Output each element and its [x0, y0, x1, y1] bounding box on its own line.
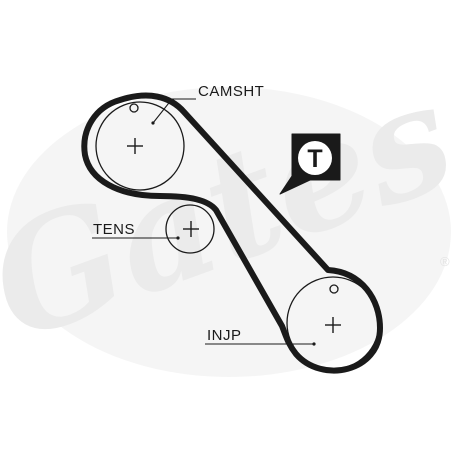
injection-pump-timing-mark	[329, 284, 339, 294]
injection-pump-center-cross	[325, 317, 341, 333]
camshaft-timing-mark	[129, 103, 139, 113]
tensioner-pulley	[165, 204, 215, 254]
tensioner-badge: T	[279, 133, 341, 195]
tensioner-leader	[92, 236, 180, 240]
injection-pump-leader	[205, 342, 316, 346]
tensioner-label: TENS	[93, 221, 135, 238]
camshaft-label: CAMSHT	[198, 83, 264, 100]
camshaft-center-cross	[127, 138, 143, 154]
watermark-registered-mark: ®	[440, 254, 450, 269]
camshaft-pulley	[95, 101, 185, 191]
timing-belt	[81, 92, 383, 374]
tensioner-badge-circle	[298, 141, 332, 175]
tensioner-center-cross	[183, 221, 199, 237]
injection-pump-label: INJP	[207, 327, 242, 344]
camshaft-leader	[151, 98, 196, 125]
tensioner-badge-letter: T	[307, 145, 322, 173]
